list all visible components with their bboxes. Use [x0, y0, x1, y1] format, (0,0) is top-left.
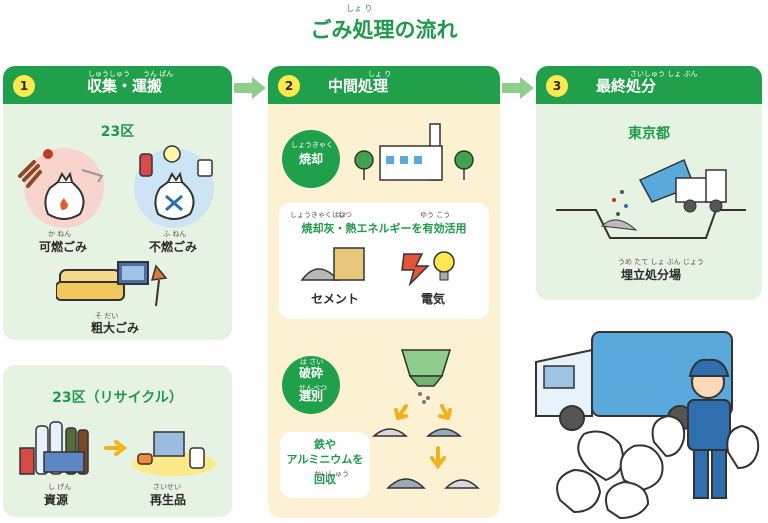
incineration-badge: 焼却	[282, 130, 340, 188]
step2-number: 2	[278, 75, 300, 97]
metal-line1: 鉄や	[314, 438, 336, 451]
step1-ruby-b: うん ぱん	[143, 70, 174, 78]
bulky-label: 粗大ごみ	[90, 321, 139, 335]
nonburnable-garbage-illustration	[134, 145, 214, 228]
resources-ruby: し げん	[48, 483, 72, 491]
step1-number: 1	[13, 75, 35, 97]
incineration-label: 焼却	[298, 151, 323, 166]
incineration-plant-illustration	[354, 123, 474, 181]
step2-header: 2 しょ り 中間処理	[268, 66, 500, 104]
recycle-title: 23区（リサイクル）	[52, 390, 183, 406]
resources-label: 資源	[43, 493, 68, 507]
metal-ruby: かいしゅう	[314, 470, 349, 478]
metal-recovery-text: 鉄や アルミニウムを 回収	[280, 438, 370, 488]
title-ruby: しょ り	[346, 4, 373, 13]
incineration-ruby: しょうきゃく	[291, 141, 333, 149]
step3-ruby: さいしゅう しょ ぶん	[630, 70, 698, 78]
crush-label: 破砕	[298, 366, 323, 380]
step3-heading: 最終処分	[596, 76, 657, 95]
effective-ruby-c: ゆう こう	[420, 211, 451, 219]
recycling-illustration	[19, 421, 216, 476]
metal-recovery-bubble	[280, 432, 370, 498]
cement-label: セメント	[311, 292, 359, 306]
step2-heading: 中間処理	[328, 76, 389, 95]
recycled-ruby: さいせい	[153, 483, 181, 491]
flow-arrow-1	[234, 77, 266, 99]
place-label: 東京都	[628, 126, 670, 142]
electricity-label: 電気	[420, 292, 445, 306]
step2-ruby: しょ り	[368, 70, 392, 78]
landfill-label: 埋立処分場	[620, 268, 681, 282]
landfill-ruby: うめ たて しょ ぶん じょう	[618, 258, 704, 266]
flow-arrow-2	[502, 77, 534, 99]
garbage-truck-worker-illustration	[535, 331, 760, 520]
metal-line3: 回収	[314, 472, 336, 486]
burnable-ruby: か ねん	[48, 230, 72, 238]
step3-header: 3 さいしゅう しょ ぶん 最終処分	[536, 66, 762, 104]
effective-ruby-b: ねつ	[338, 211, 352, 219]
nonburnable-ruby: ふ ねん	[163, 230, 187, 238]
bulky-ruby: そ だい	[95, 312, 119, 320]
effective-use-label: 焼却灰・熱エネルギーを有効活用	[301, 222, 467, 235]
effective-ruby-a: しょうきゃくはい	[290, 211, 346, 219]
nonburnable-label: 不燃ごみ	[148, 240, 197, 254]
landfill-illustration	[556, 158, 746, 239]
step1-ruby-a: しゅうしゅう	[88, 70, 130, 78]
crush-ruby: は さい	[300, 358, 324, 366]
sort-label: 選別	[298, 389, 323, 403]
metal-line2: アルミニウムを	[286, 452, 364, 466]
cement-electricity-illustration	[300, 247, 455, 286]
burnable-label: 可燃ごみ	[38, 240, 87, 254]
area-label: 23区	[100, 124, 135, 140]
step1-header: 1 しゅうしゅう うん ぱん 収集・運搬	[3, 66, 232, 104]
crush-sort-badge: 破砕 選別	[282, 356, 340, 414]
step3-number: 3	[546, 75, 568, 97]
burnable-garbage-illustration	[18, 148, 104, 228]
bulky-garbage-illustration	[56, 261, 168, 307]
crushing-sorting-illustration	[372, 349, 480, 489]
sort-ruby: せんべつ	[299, 384, 327, 392]
recycled-label: 再生品	[149, 493, 186, 507]
page-title: ごみ処理の流れ	[310, 18, 458, 42]
step1-heading: 収集・運搬	[87, 76, 163, 95]
